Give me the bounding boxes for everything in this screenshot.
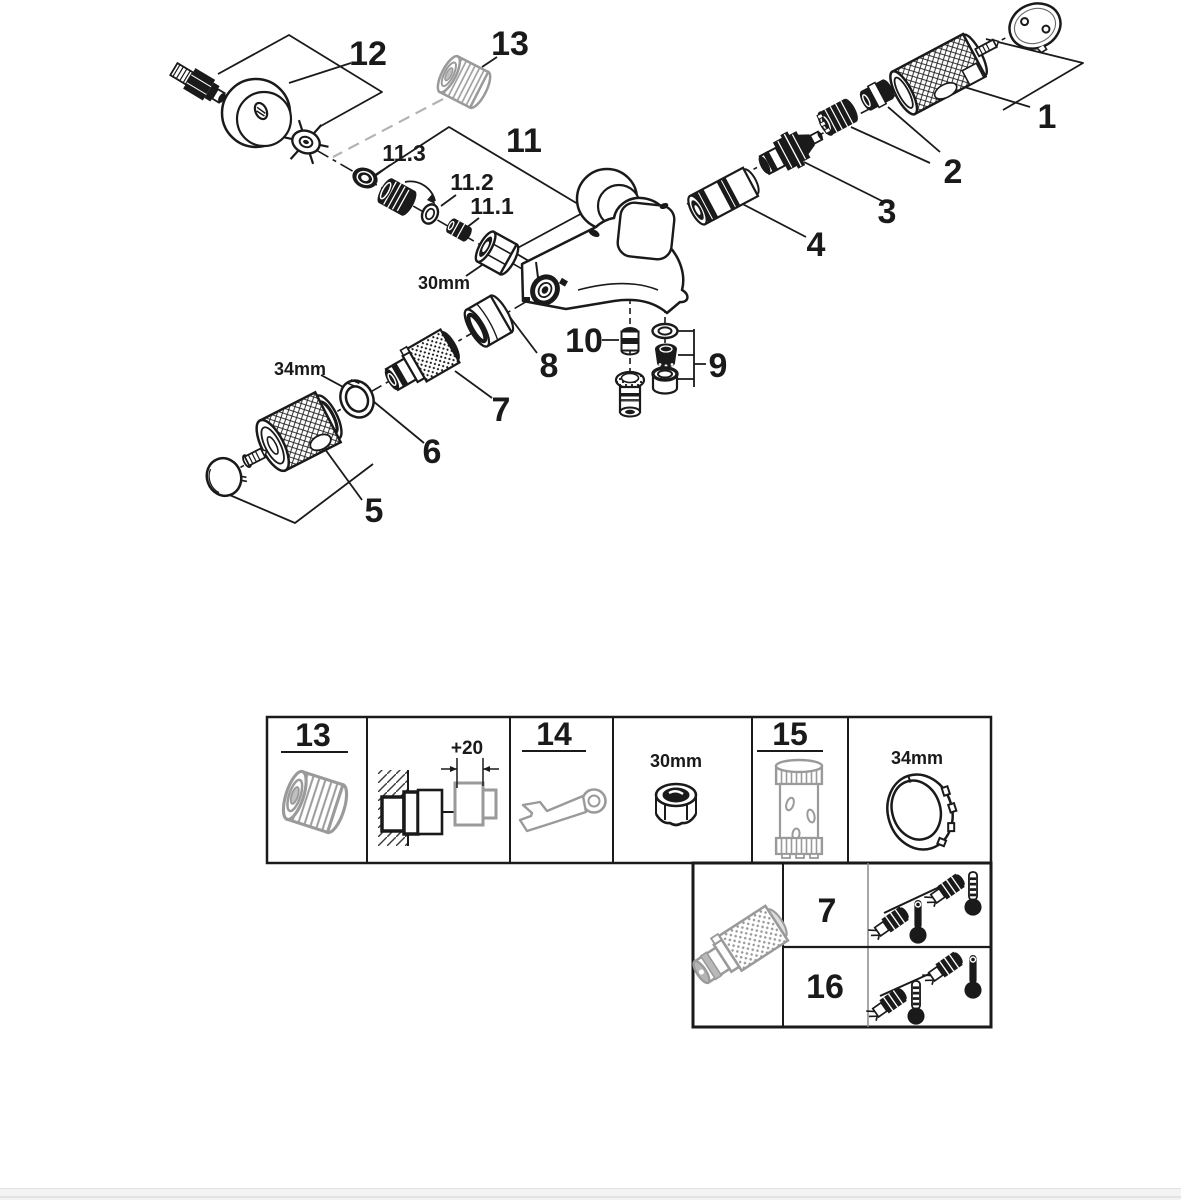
aerator-nut-icon: [654, 782, 698, 827]
part-13-grey-nut: [432, 52, 496, 112]
table-30mm-label: 30mm: [650, 751, 702, 771]
label-5: 5: [365, 492, 384, 530]
calibration-row-16-icon: [863, 949, 983, 1026]
part-12-escutcheon: [220, 77, 293, 149]
part-1-pin: [974, 38, 1000, 58]
service-row-16-label: 16: [806, 968, 844, 1006]
part-2-adapter: [816, 98, 858, 136]
part-11-3-washer: [352, 167, 378, 189]
label-34mm: 34mm: [274, 359, 326, 379]
mousseur-icon: [614, 370, 646, 418]
table-34mm-label: 34mm: [891, 748, 943, 768]
part-11-2-nut: [377, 178, 417, 216]
part-9-washer: [651, 322, 679, 340]
part-5-knob-sleeve: [255, 390, 343, 473]
rotate-arrowhead: [427, 193, 435, 204]
part-4-sleeve: [687, 166, 760, 226]
table-cell-14-label: 14: [536, 716, 572, 752]
part-30mm-nut: [474, 230, 520, 276]
label-2: 2: [944, 153, 963, 191]
service-table: 7 16: [691, 861, 993, 1029]
label-6: 6: [423, 433, 442, 471]
label-30mm: 30mm: [418, 273, 470, 293]
label-7: 7: [492, 391, 511, 429]
label-9: 9: [709, 347, 728, 385]
faucet-body: [520, 167, 689, 315]
part-11-2-ring: [420, 203, 440, 225]
stop-ring-icon: [886, 773, 958, 851]
label-10: 10: [565, 322, 603, 360]
grey-cartridge-icon: [692, 904, 790, 985]
part-11-1-sleeve: [446, 218, 472, 242]
label-11: 11: [506, 122, 542, 160]
star-washer-icon: [283, 119, 329, 165]
label-11-3: 11.3: [382, 140, 426, 166]
part-3-thermo-cartridge: [758, 130, 824, 176]
part-8-ring-nut: [463, 294, 515, 348]
part-6-ring: [339, 378, 375, 419]
label-4: 4: [807, 226, 826, 264]
part-5-screw: [242, 447, 268, 468]
dimension-plus20-label: +20: [451, 738, 483, 759]
part-12-screw-fitting: [169, 61, 226, 104]
label-1: 1: [1038, 98, 1057, 136]
service-row-7-label: 7: [818, 892, 837, 930]
label-13: 13: [491, 25, 529, 63]
part-2-stop-ring: [859, 79, 895, 111]
label-3: 3: [878, 193, 897, 231]
label-12: 12: [349, 35, 387, 73]
wrench-icon: [518, 788, 607, 833]
part-5-cap: [205, 456, 248, 498]
diagram-labels: 12 13 11 11.3 11.2 11.1 30mm 1 2 3 4 8 1…: [274, 25, 1056, 530]
table-cell-13-label: 13: [295, 717, 331, 753]
part-1-handle-knob: [889, 32, 988, 116]
parts-table: 13 +20 14 30mm 15: [265, 715, 993, 865]
wall-mount-dimension-icon: [378, 758, 499, 846]
part-7-cartridge: [384, 328, 461, 392]
label-8: 8: [540, 347, 559, 385]
page-footer-strip: [0, 1188, 1181, 1200]
part-9-insert: [655, 343, 677, 368]
part-10-check-valve: [620, 327, 640, 356]
part-9-ring: [651, 366, 679, 395]
label-11-1: 11.1: [470, 193, 514, 219]
label-11-2: 11.2: [450, 169, 494, 195]
part-1-cap: [1008, 2, 1062, 54]
calibration-row-7-icon: [865, 871, 983, 945]
extension-sleeve-icon: [774, 758, 824, 859]
table-cell-15-label: 15: [772, 716, 808, 752]
